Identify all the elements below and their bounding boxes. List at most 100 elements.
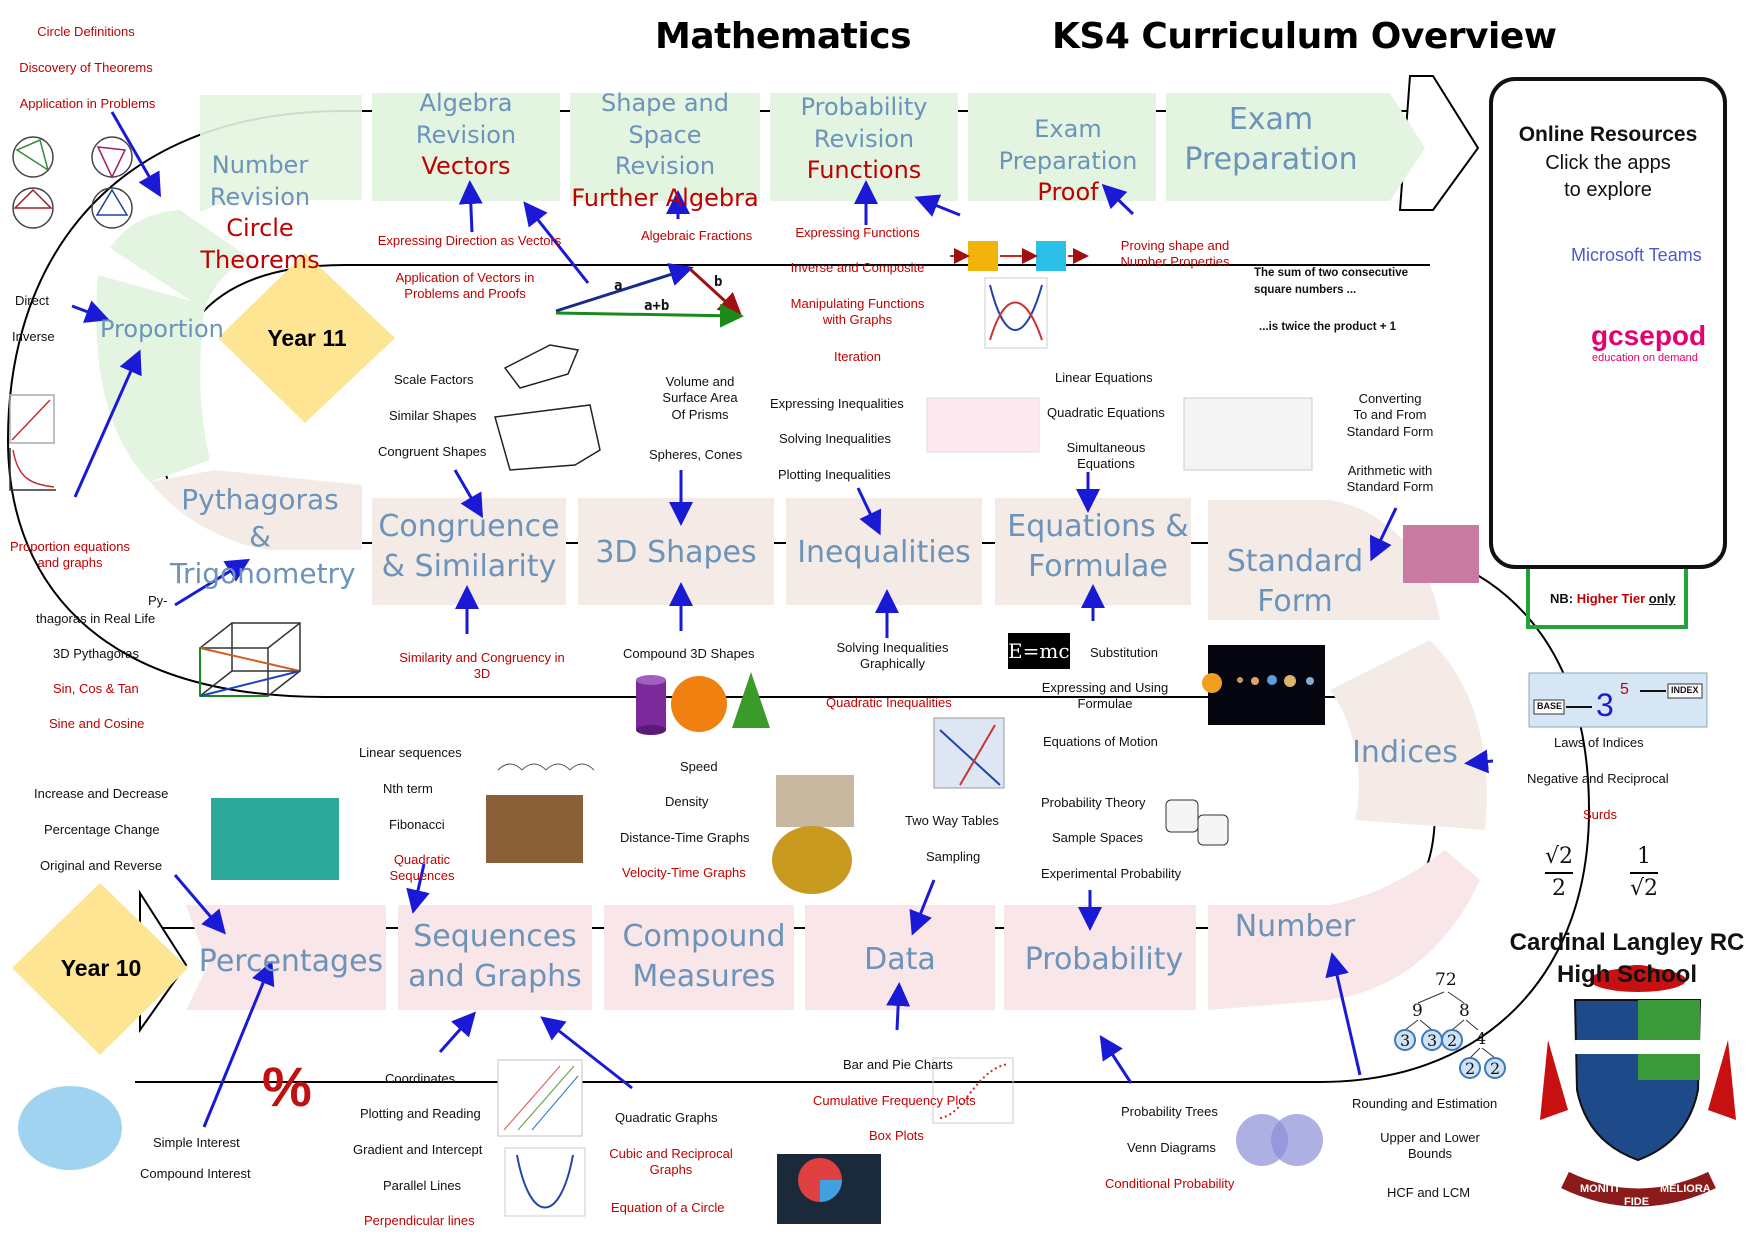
topic-sine-cosine: Sine and Cosine [49, 716, 145, 731]
unit-exam-prep-proof[interactable]: Exam Preparation Proof [998, 115, 1138, 207]
unit-3d-shapes[interactable]: 3D Shapes [595, 535, 757, 570]
topic-discovery-theorems: Discovery of Theorems [19, 60, 153, 75]
topic-compound-3d-shapes: Compound 3D Shapes [623, 646, 755, 661]
topic-quadratic-inequalities: Quadratic Inequalities [826, 695, 952, 710]
vector-label-b: b [714, 274, 723, 290]
unit-exam-preparation[interactable]: Exam Preparation [1184, 102, 1358, 177]
topic-3d-pythagoras: 3D Pythagoras [53, 646, 139, 661]
topic-simple-interest: Simple Interest [153, 1135, 240, 1150]
unit-algebra-revision[interactable]: Algebra Revision Vectors [415, 89, 517, 181]
simultaneous-image [1183, 397, 1313, 471]
topic-iteration: Iteration [834, 349, 881, 364]
topic-linear-equations: Linear Equations [1055, 370, 1153, 385]
topic-parallel-lines: Parallel Lines [383, 1178, 462, 1193]
unit-sequences[interactable]: Sequences and Graphs [408, 919, 582, 994]
unit-probability-revision[interactable]: Probability Revision Functions [800, 93, 928, 185]
right-curve-cells [1330, 640, 1487, 830]
factor-3b: 3 [1427, 1031, 1438, 1050]
bitesize-app-link[interactable]: BBC Bitesize [1538, 416, 1675, 441]
unit-proportion[interactable]: Proportion [100, 315, 224, 343]
middle-row-cells [150, 470, 1440, 620]
piggy-bank [18, 1086, 122, 1170]
topic-gradient-intercept: Gradient and Intercept [353, 1142, 483, 1157]
factor-72: 72 [1435, 970, 1457, 990]
unit-standard-form[interactable]: Standard Form [1226, 544, 1364, 619]
inequality-graph [933, 717, 1005, 789]
unit-compound-measures[interactable]: Compound Measures [622, 919, 786, 994]
school-name-line2: High School [1557, 961, 1697, 988]
teams-app-link[interactable]: Microsoft Teams [1571, 245, 1702, 265]
factor-tree-circles [1394, 1029, 1506, 1079]
topic-conditional-probability: Conditional Probability [1105, 1176, 1235, 1191]
gcsepod-app-link[interactable]: gcsepod [1591, 320, 1707, 351]
topic-perpendicular-lines: Perpendicular lines [364, 1213, 475, 1228]
unit-number-revision[interactable]: Number Revision Circle Theorems [200, 151, 320, 275]
topic-increase-decrease: Increase and Decrease [34, 786, 169, 801]
topic-application-problems: Application in Problems [19, 96, 156, 111]
school-name-line1: Cardinal Langley RC [1509, 929, 1745, 956]
topic-probability-trees: Probability Trees [1121, 1104, 1218, 1119]
topic-nth-term: Nth term [383, 781, 433, 796]
bottom-row-cells [186, 850, 1480, 1010]
topic-experimental-probability: Experimental Probability [1041, 866, 1182, 881]
subject-title: Mathematics [655, 16, 912, 57]
topic-venn-diagrams: Venn Diagrams [1127, 1140, 1216, 1155]
microscope-image [1403, 525, 1479, 583]
factor-8: 8 [1459, 1001, 1470, 1021]
index-diagram [1528, 672, 1708, 728]
topic-distance-time: Distance-Time Graphs [620, 830, 750, 845]
topic-expressing-direction: Expressing Direction as Vectors [377, 233, 562, 248]
school-motto-2: FIDE [1624, 1196, 1650, 1208]
topic-pythagoras-hyphen: Py- [148, 593, 168, 608]
unit-data[interactable]: Data [864, 942, 936, 977]
topic-bar-pie-charts: Bar and Pie Charts [843, 1057, 953, 1072]
3d-solids [636, 672, 770, 735]
unit-pythagoras[interactable]: Pythagoras & Trigonometry [170, 483, 356, 590]
year11-diamond [218, 253, 395, 423]
gcsepod-subtitle: education on demand [1592, 352, 1698, 364]
index-power: 5 [1620, 681, 1629, 698]
factor-4: 4 [1476, 1029, 1487, 1048]
factor-2c: 2 [1490, 1059, 1501, 1078]
topic-hcf-lcm: HCF and LCM [1387, 1185, 1471, 1200]
coordinate-grid [497, 1059, 583, 1137]
topic-substitution: Substitution [1090, 645, 1158, 660]
school-crest [1540, 965, 1736, 1207]
topic-solving-inequalities: Solving Inequalities [779, 431, 892, 446]
vector-label-ab: a+b [644, 298, 670, 314]
feet-photo [776, 775, 854, 827]
year10-label: Year 10 [60, 955, 142, 981]
unit-percentages[interactable]: Percentages [198, 944, 384, 979]
circle-theorem-icons [12, 136, 133, 229]
topic-similar-shapes: Similar Shapes [389, 408, 477, 423]
topic-expressing-functions: Expressing Functions [795, 225, 920, 240]
topic-probability-theory: Probability Theory [1041, 795, 1146, 810]
unit-inequalities[interactable]: Inequalities [797, 535, 971, 570]
factor-3a: 3 [1400, 1031, 1411, 1050]
unit-number[interactable]: Number [1234, 909, 1356, 944]
unit-probability[interactable]: Probability [1024, 942, 1184, 977]
resources-line3: to explore [1564, 179, 1652, 201]
topic-negative-reciprocal: Negative and Reciprocal [1527, 771, 1669, 786]
topic-percentage-change: Percentage Change [44, 822, 160, 837]
topic-plotting-inequalities: Plotting Inequalities [778, 467, 891, 482]
unit-congruence[interactable]: Congruence & Similarity [378, 509, 560, 584]
topic-plotting-reading: Plotting and Reading [360, 1106, 481, 1121]
topic-fibonacci: Fibonacci [389, 817, 445, 832]
topic-circle-definitions: Circle Definitions [37, 24, 135, 39]
venn-diagram [1236, 1114, 1323, 1166]
proportion-graphs [9, 394, 56, 491]
unit-equations[interactable]: Equations & Formulae [1007, 509, 1189, 584]
unit-indices[interactable]: Indices [1352, 735, 1458, 770]
ammonite-image [486, 795, 583, 863]
topic-algebraic-fractions: Algebraic Fractions [641, 228, 753, 243]
unit-shape-space-revision[interactable]: Shape and Space Revision Further Algebra [571, 89, 759, 213]
